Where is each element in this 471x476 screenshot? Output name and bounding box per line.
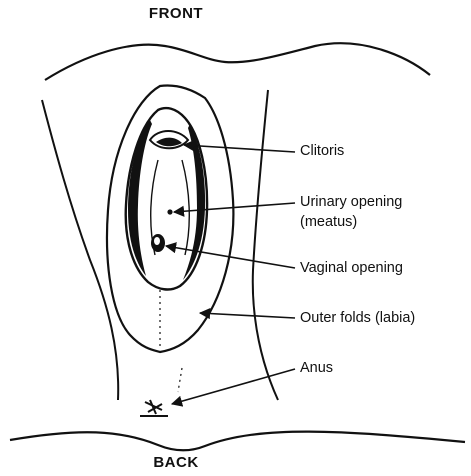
front-label: FRONT (116, 5, 236, 22)
outer-folds-pointer (200, 313, 295, 318)
vaginal-opening-label: Vaginal opening (300, 258, 403, 278)
back-label: BACK (116, 454, 236, 471)
anus-label-text: Anus (300, 358, 333, 378)
anus-mark (140, 400, 168, 416)
clitoris-label-text: Clitoris (300, 141, 344, 161)
right-shading (183, 124, 205, 280)
outer-folds-label: Outer folds (labia) (300, 308, 415, 328)
abdomen-outline (45, 43, 430, 80)
outer-folds-label-text: Outer folds (labia) (300, 308, 415, 328)
urinary-label-line1: Urinary opening (300, 192, 402, 212)
urinary-label-line2: (meatus) (300, 212, 402, 232)
buttocks-outline (10, 432, 465, 451)
clitoris-label: Clitoris (300, 141, 344, 161)
urinary-pointer (174, 203, 295, 212)
vaginal-opening-highlight (154, 237, 160, 245)
right-thigh-outline (253, 90, 278, 400)
clitoris-shading (156, 138, 182, 147)
vaginal-label-text: Vaginal opening (300, 258, 403, 278)
lower-midline (178, 368, 182, 392)
anus-label: Anus (300, 358, 333, 378)
urinary-opening-mark (167, 209, 172, 214)
urinary-opening-label: Urinary opening (meatus) (300, 192, 402, 232)
